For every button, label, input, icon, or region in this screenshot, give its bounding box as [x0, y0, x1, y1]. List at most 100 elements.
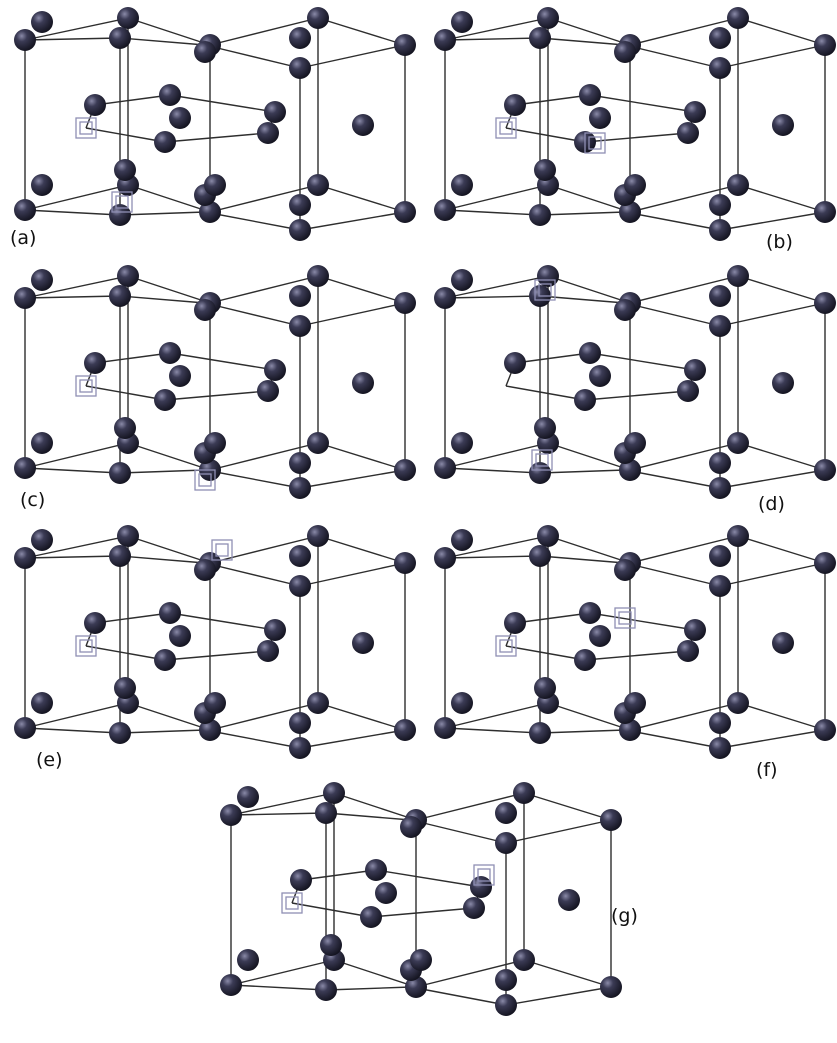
bond-line — [719, 562, 826, 587]
atom-sphere — [394, 201, 416, 223]
atom-sphere — [574, 389, 596, 411]
atom-sphere — [772, 372, 794, 394]
atom-sphere — [677, 380, 699, 402]
bond-line — [505, 127, 586, 143]
bond-line — [127, 442, 211, 471]
bond-line — [317, 275, 406, 304]
atom-sphere — [684, 101, 706, 123]
atom-sphere — [289, 57, 311, 79]
atom-sphere — [199, 201, 221, 223]
bond-line — [24, 184, 129, 211]
atom-sphere — [394, 34, 416, 56]
atom-sphere — [709, 194, 731, 216]
atom-sphere — [237, 786, 259, 808]
bond-line — [325, 812, 412, 821]
bond-line — [317, 17, 406, 46]
atom-sphere — [579, 342, 601, 364]
atom-sphere — [495, 969, 517, 991]
vacancy-marker-inner — [588, 136, 602, 150]
bond-line — [119, 211, 206, 216]
atom-sphere — [289, 575, 311, 597]
atom-sphere — [558, 889, 580, 911]
atom-sphere — [677, 122, 699, 144]
atom-sphere — [194, 559, 216, 581]
lattice-edges — [444, 17, 826, 231]
atom-sphere — [394, 719, 416, 741]
bond-line — [317, 184, 406, 213]
atom-sphere — [529, 462, 551, 484]
bond-line — [719, 44, 826, 69]
vacancy-marker-outer — [75, 117, 97, 139]
bond-line — [24, 702, 129, 729]
atom-sphere — [677, 640, 699, 662]
bond-line — [204, 302, 301, 327]
bond-line — [539, 295, 626, 304]
bond-line — [127, 275, 211, 304]
atom-sphere — [624, 692, 646, 714]
atom-sphere — [289, 219, 311, 241]
atom-sphere — [14, 457, 36, 479]
bond-line — [523, 792, 612, 821]
atom-sphere — [264, 619, 286, 641]
bond-line — [584, 650, 689, 661]
atom-sphere — [451, 432, 473, 454]
bond-line — [127, 535, 211, 564]
bond-line — [514, 94, 591, 106]
atom-sphere — [109, 285, 131, 307]
atom-sphere — [84, 94, 106, 116]
atom-sphere — [117, 265, 139, 287]
vacancy-markers — [495, 607, 636, 657]
bond-line — [589, 94, 696, 113]
bond-line — [230, 812, 327, 816]
atom-sphere — [513, 949, 535, 971]
bond-line — [164, 650, 269, 661]
atom-sphere — [315, 802, 337, 824]
vacancy-marker-inner — [477, 868, 491, 882]
atom-sphere — [579, 602, 601, 624]
atom-sphere — [323, 782, 345, 804]
atom-sphere — [84, 352, 106, 374]
atom-sphere — [434, 717, 456, 739]
bond-line — [127, 702, 211, 731]
bond-line — [299, 211, 406, 231]
panel-b — [434, 7, 836, 241]
atom-sphere — [315, 979, 337, 1001]
atom-sphere — [727, 174, 749, 196]
atoms — [434, 525, 836, 759]
bond-line — [299, 302, 406, 327]
atom-sphere — [289, 545, 311, 567]
bond-line — [539, 555, 626, 564]
bond-line — [514, 612, 591, 624]
bond-line — [539, 37, 626, 46]
atom-sphere — [619, 459, 641, 481]
bond-line — [629, 535, 739, 564]
atom-sphere — [307, 265, 329, 287]
bond-line — [547, 275, 631, 304]
atom-sphere — [814, 459, 836, 481]
atom-sphere — [290, 869, 312, 891]
bond-line — [209, 275, 319, 304]
panel-label-b: (b) — [766, 231, 793, 253]
vacancy-marker-outer — [75, 375, 97, 397]
bond-line — [119, 469, 206, 474]
atom-sphere — [434, 199, 456, 221]
atom-sphere — [709, 575, 731, 597]
bond-line — [505, 645, 586, 661]
bond-line — [333, 792, 417, 821]
atom-sphere — [574, 649, 596, 671]
bond-line — [624, 211, 721, 231]
bond-line — [204, 211, 301, 231]
vacancy-marker-inner — [115, 195, 129, 209]
atom-sphere — [31, 692, 53, 714]
bond-line — [505, 986, 612, 1006]
atom-sphere — [727, 432, 749, 454]
panel-label-f: (f) — [756, 759, 778, 781]
atom-sphere — [400, 816, 422, 838]
atom-sphere — [537, 525, 559, 547]
bond-line — [444, 442, 549, 469]
atom-sphere — [169, 107, 191, 129]
bond-line — [127, 184, 211, 213]
bond-line — [547, 442, 631, 471]
bond-line — [444, 184, 549, 211]
bond-line — [299, 469, 406, 489]
